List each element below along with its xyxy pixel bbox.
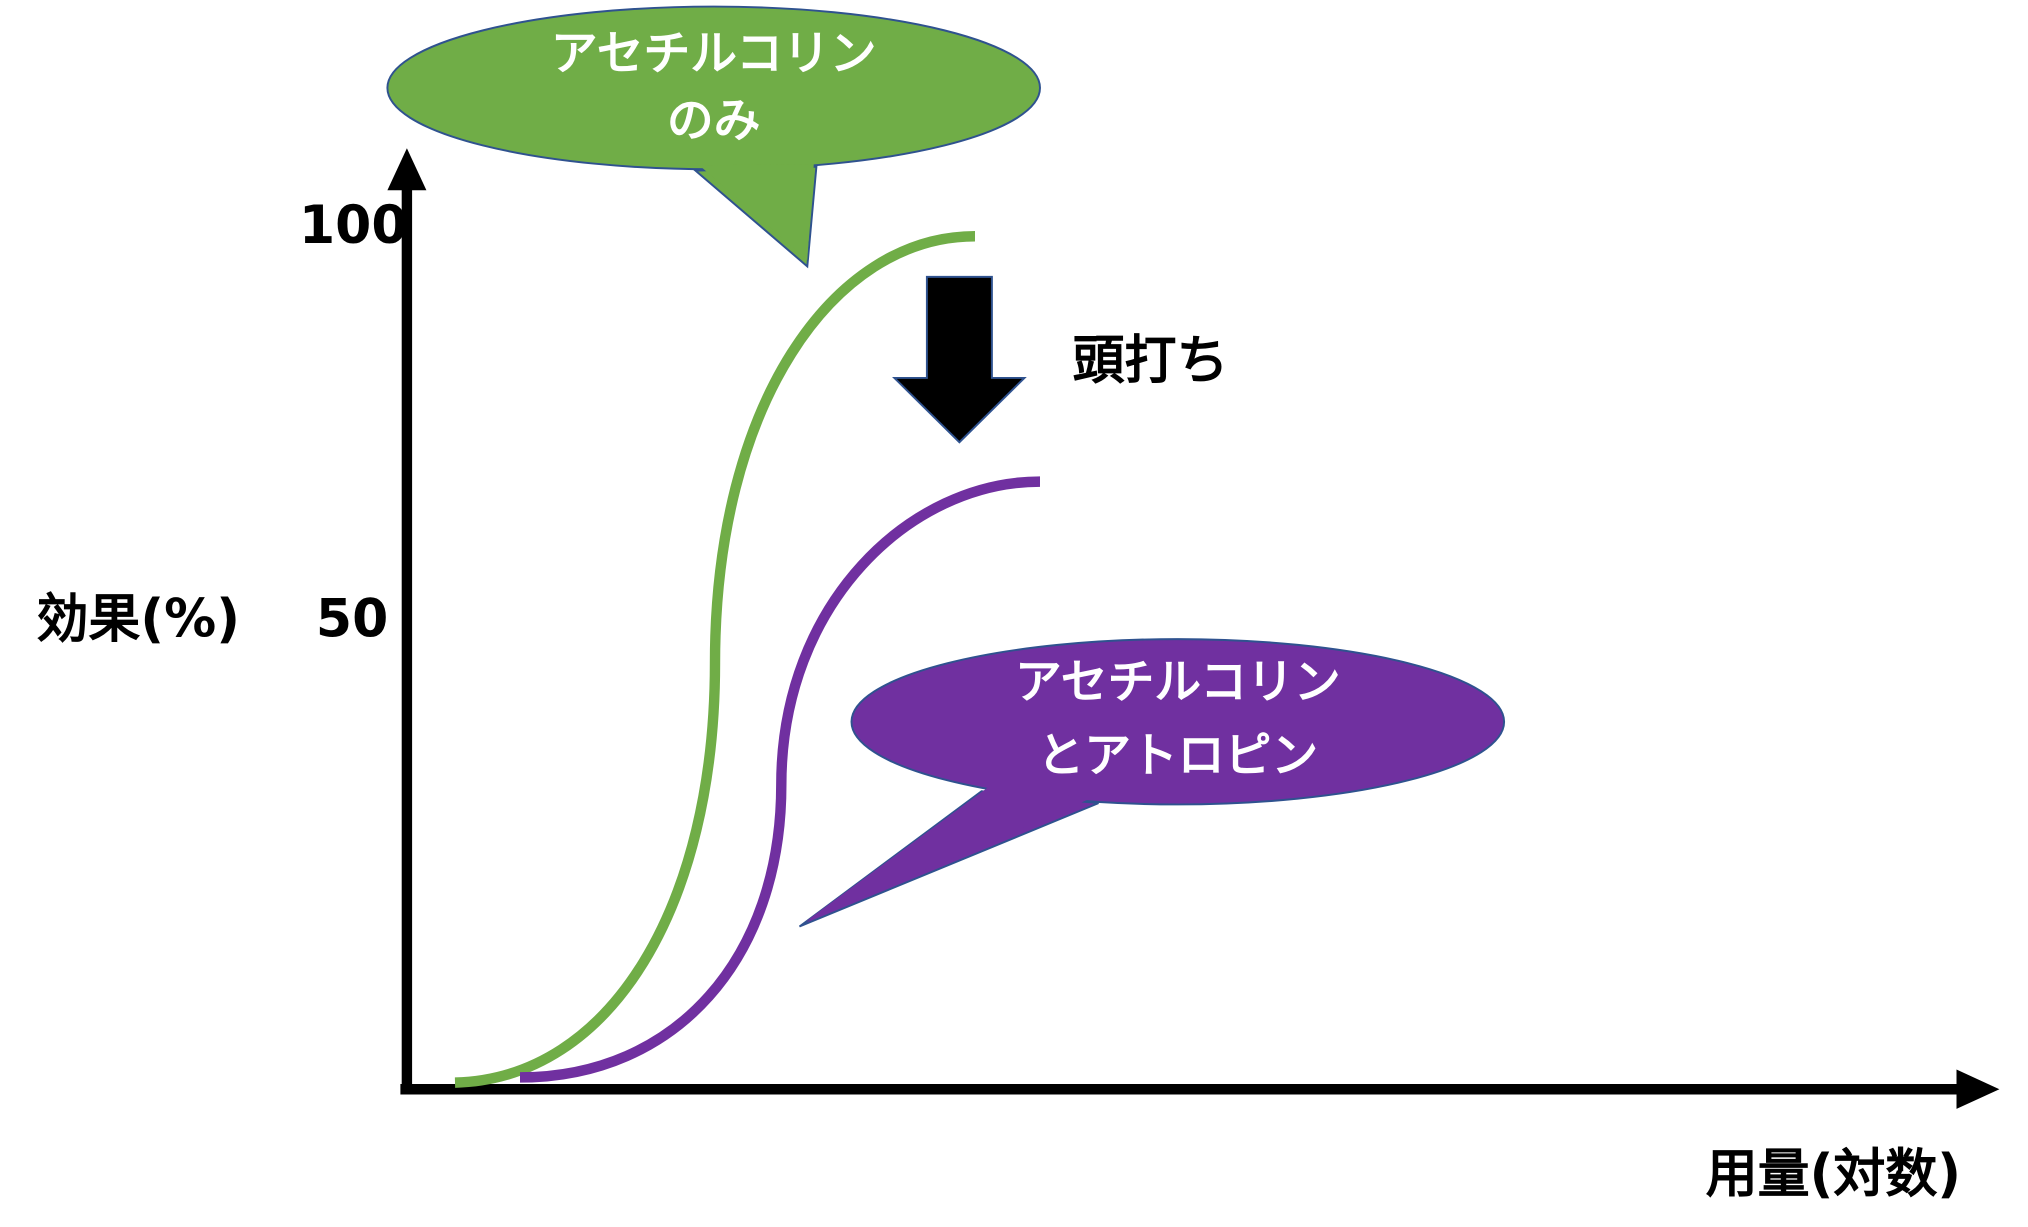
callout-acetylcholine-only: アセチルコリン のみ — [386, 5, 1041, 269]
acetylcholine-only-curve — [454, 230, 976, 1088]
callout-line-2: のみ — [667, 93, 761, 148]
callout-line-2: とアトロピン — [1037, 728, 1318, 783]
down-arrow-icon — [892, 275, 1027, 444]
y-axis-arrowhead — [387, 148, 427, 191]
x-axis-arrowhead — [1956, 1069, 2000, 1109]
callout-line-1: アセチルコリン — [1015, 655, 1341, 710]
x-axis-label: 用量(対数) — [1706, 1144, 1961, 1204]
y-tick-50: 50 — [316, 589, 388, 649]
callout-line-1: アセチルコリン — [551, 26, 877, 81]
plateau-label: 頭打ち — [1073, 331, 1229, 391]
callout-with-atropine: アセチルコリン とアトロピン — [798, 638, 1506, 928]
y-axis-label: 効果(%) — [36, 589, 240, 649]
y-tick-100: 100 — [299, 196, 408, 256]
with-atropine-curve — [519, 476, 1041, 1083]
